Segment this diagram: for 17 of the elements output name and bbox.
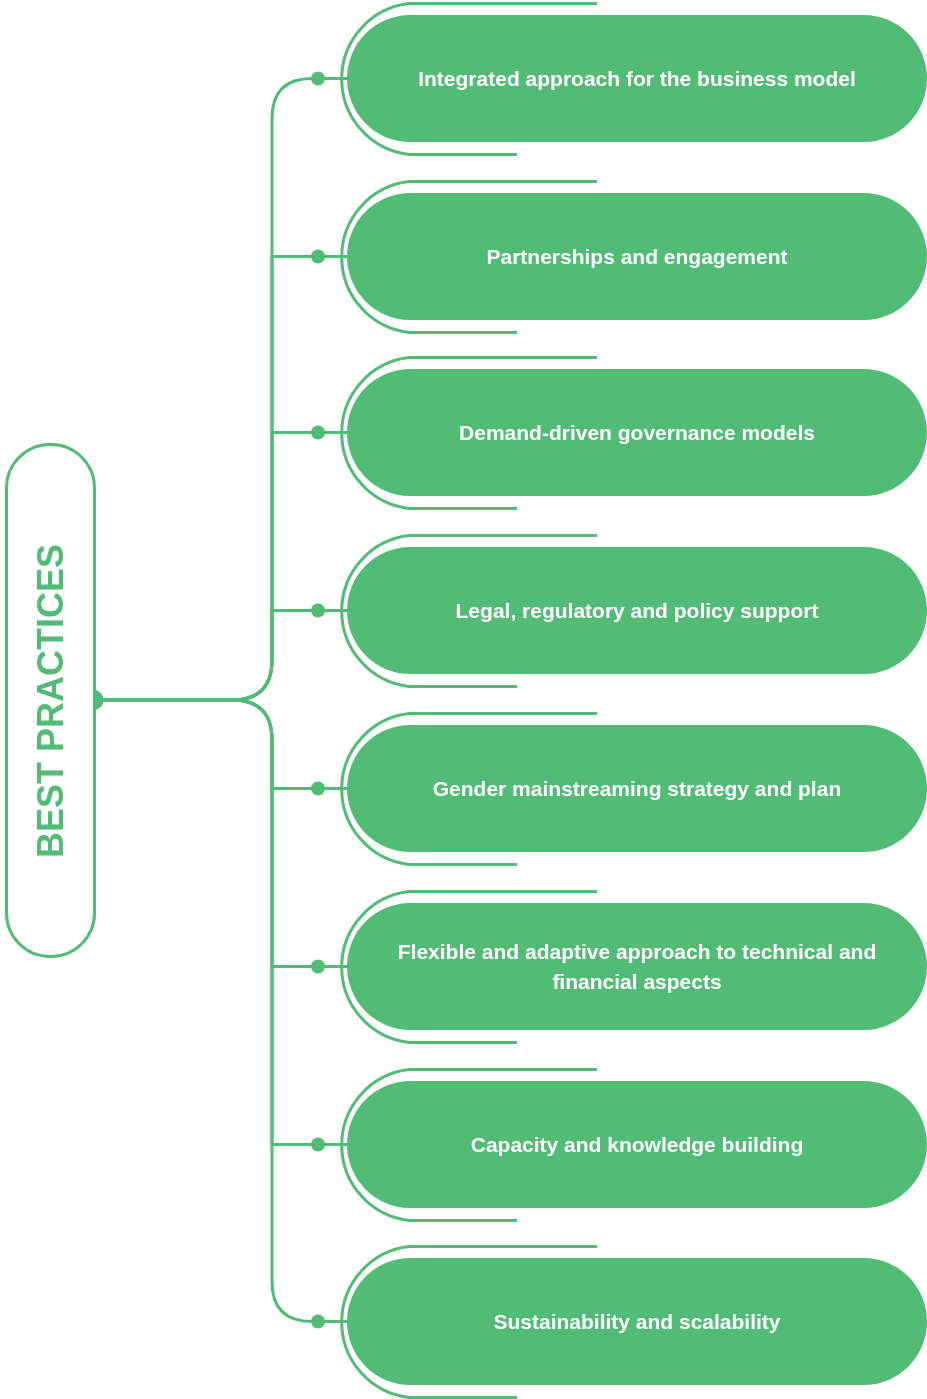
title-text: BEST PRACTICES	[29, 543, 72, 858]
rounded-pill	[347, 1081, 927, 1208]
practice-label: Flexible and adaptive approach to technical and financial aspects	[396, 939, 878, 995]
rounded-pill	[347, 369, 927, 496]
rounded-pill	[347, 903, 927, 1030]
practice-label: Integrated approach for the business model	[418, 65, 856, 92]
rounded-pill	[347, 15, 927, 142]
practice-label: Gender mainstreaming strategy and plan	[432, 775, 842, 802]
practice-label: Legal, regulatory and policy support	[455, 597, 819, 624]
practice-label: Capacity and knowledge building	[470, 1131, 804, 1158]
practice-label: Demand-driven governance models	[459, 419, 815, 446]
rounded-pill	[347, 547, 927, 674]
rounded-pill	[347, 725, 927, 852]
rounded-pill	[347, 193, 927, 320]
rounded-pill	[347, 1258, 927, 1385]
practice-label: Sustainability and scalability	[493, 1308, 781, 1335]
practice-label: Partnerships and engagement	[486, 243, 788, 270]
